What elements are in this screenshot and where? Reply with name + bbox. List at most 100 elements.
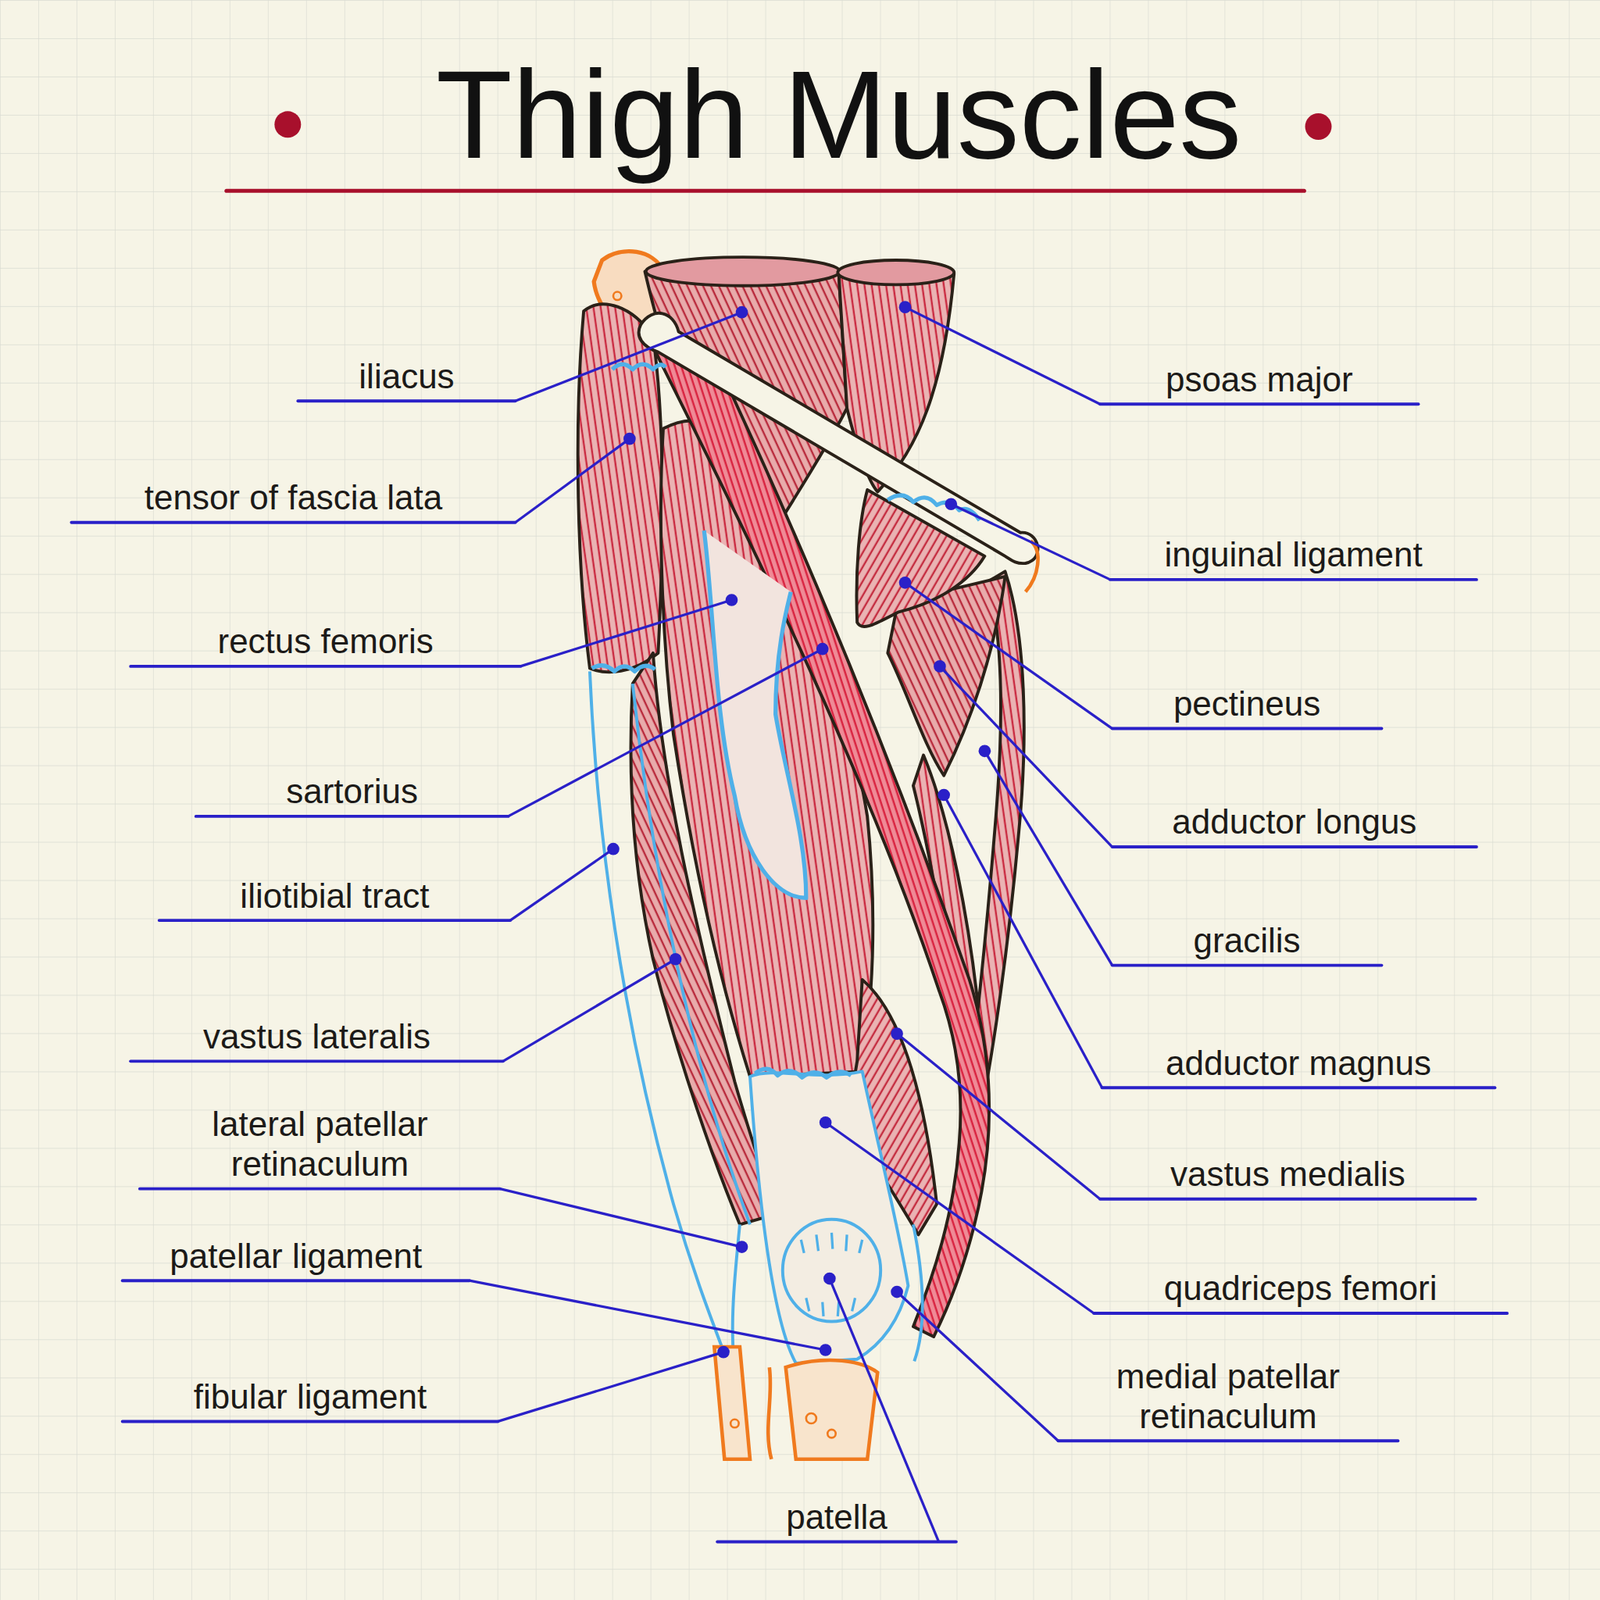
fibula-bone <box>714 1346 750 1460</box>
bone-pore <box>613 292 622 300</box>
patella-hatch <box>800 1232 862 1317</box>
anatomy-label: iliotibial tract <box>239 876 429 917</box>
leader-dot <box>669 953 683 966</box>
pubic-edge <box>1025 540 1039 592</box>
label-underline <box>1100 402 1419 406</box>
leader-line <box>503 959 676 1062</box>
leader-dot <box>899 576 912 590</box>
leader-lines <box>469 307 1113 1542</box>
title-dot <box>1305 113 1333 140</box>
leader-dot <box>899 300 912 314</box>
leader-dot <box>816 642 829 656</box>
anatomy-label: patella <box>785 1497 888 1538</box>
bone-pore <box>730 1419 739 1428</box>
tendon-fringe <box>887 495 980 521</box>
leader-dot <box>944 497 958 511</box>
label-underline <box>130 1059 504 1063</box>
leader-dot <box>890 1027 904 1040</box>
anatomy-label: sartorius <box>285 771 418 812</box>
label-underline <box>139 1187 500 1191</box>
leader-line <box>905 307 1100 404</box>
label-underline <box>1112 845 1477 849</box>
label-underline <box>196 814 509 818</box>
leader-line <box>825 1122 1095 1314</box>
anatomy-label: iliacus <box>358 357 454 397</box>
leader-line <box>520 600 732 667</box>
label-underline <box>297 399 515 403</box>
label-underline <box>1112 727 1383 731</box>
retinaculum-line <box>913 1224 923 1361</box>
bone-edge <box>767 1367 772 1460</box>
iliacus-top <box>646 257 840 286</box>
psoas-top <box>837 260 954 285</box>
anatomy-label: adductor longus <box>1171 802 1417 843</box>
anatomy-label: lateral patellar retinaculum <box>151 1104 489 1184</box>
leader-dot <box>819 1116 833 1129</box>
bone-pore <box>827 1429 836 1438</box>
tibia-bone <box>785 1360 879 1460</box>
aponeurosis <box>703 530 807 898</box>
leader-dot <box>890 1285 904 1299</box>
quadriceps-tendon <box>750 1071 908 1364</box>
title-dot <box>274 110 301 138</box>
leader-dot <box>607 842 620 856</box>
leader-line <box>984 750 1112 965</box>
anatomy-label: medial patellar retinaculum <box>1059 1357 1397 1436</box>
leader-line <box>943 794 1102 1088</box>
tendon-fringe <box>592 665 656 672</box>
leader-dot <box>819 1343 833 1357</box>
leader-line <box>507 649 822 817</box>
leader-line <box>896 1033 1100 1200</box>
iliotibial-line <box>632 683 750 1225</box>
anatomy-label: psoas major <box>1165 360 1354 400</box>
tendon-fringe <box>612 364 666 370</box>
leader-dots <box>607 300 991 1358</box>
iliotibial-line <box>589 671 730 1368</box>
anatomy-label: vastus lateralis <box>203 1017 431 1058</box>
anatomy-label: pectineus <box>1173 684 1321 725</box>
label-underline <box>1112 964 1383 968</box>
anatomy-label: vastus medialis <box>1170 1154 1406 1195</box>
leader-dot <box>933 660 947 673</box>
tendon-fringe <box>755 1068 852 1078</box>
label-underline <box>717 1540 957 1544</box>
label-underlines <box>71 400 1508 1542</box>
leader-dot <box>735 1240 749 1254</box>
label-underline <box>122 1278 470 1283</box>
anatomy-label: quadriceps femori <box>1164 1268 1438 1309</box>
leader-line <box>497 1352 724 1422</box>
leader-dot <box>937 789 950 802</box>
label-underline <box>1110 578 1477 582</box>
label-underline <box>1093 1311 1508 1315</box>
leader-line <box>905 582 1113 729</box>
leader-dot <box>725 593 739 607</box>
label-underline <box>122 1419 499 1423</box>
anatomy-label: fibular ligament <box>193 1377 427 1418</box>
leader-line <box>469 1280 826 1350</box>
leader-line <box>510 849 614 921</box>
anatomy-label: gracilis <box>1193 921 1301 961</box>
leader-dot <box>823 1272 836 1286</box>
anatomy-label: adductor magnus <box>1165 1043 1432 1084</box>
anatomy-label: tensor of fascia lata <box>144 478 443 518</box>
label-underline <box>1102 1085 1496 1090</box>
label-underline <box>1100 1197 1476 1201</box>
diagram-title: Thigh Muscles <box>435 46 1242 184</box>
label-underline <box>1057 1439 1398 1443</box>
leader-dot <box>978 744 992 758</box>
leader-line <box>896 1292 1058 1442</box>
leader-dot <box>623 432 636 446</box>
leader-line <box>950 503 1111 580</box>
anatomy-label: rectus femoris <box>217 621 434 662</box>
anatomy-label: patellar ligament <box>169 1236 422 1277</box>
label-underline <box>71 521 515 525</box>
patella-outline <box>782 1219 881 1322</box>
leader-line <box>515 439 630 523</box>
leader-dot <box>735 306 749 319</box>
label-underline <box>130 664 521 668</box>
bone-pore <box>806 1413 817 1424</box>
inguinal-band <box>639 313 1039 564</box>
